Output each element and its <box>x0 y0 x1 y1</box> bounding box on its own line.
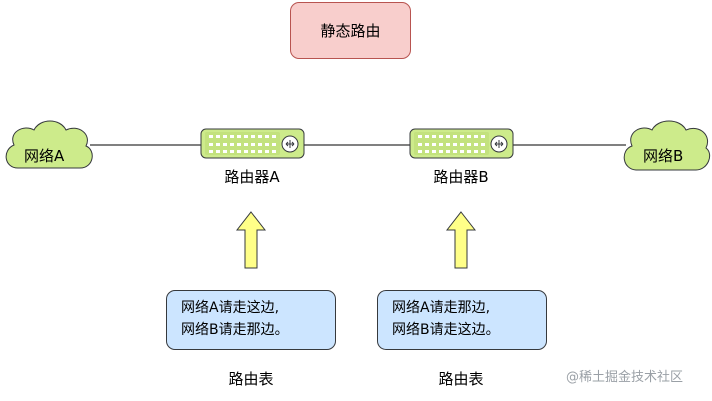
router-icon <box>200 128 305 159</box>
routing-table-a-line-2: 网络B请走那边。 <box>181 322 289 338</box>
router-a-label: 路由器A <box>224 168 280 186</box>
routing-table-b-caption: 路由表 <box>438 370 484 388</box>
watermark: @稀土掘金技术社区 <box>566 370 684 385</box>
up-arrow-icon <box>445 211 477 269</box>
routing-table-a: 网络A请走这边, 网络B请走那边。 <box>166 290 336 350</box>
network-b-label: 网络B <box>643 147 684 165</box>
routing-table-a-caption: 路由表 <box>228 370 274 388</box>
diagram-title-text: 静态路由 <box>320 22 381 40</box>
routing-table-b: 网络A请走那边, 网络B请走这边。 <box>377 290 547 350</box>
router-icon <box>409 128 514 159</box>
router-b-label: 路由器B <box>433 168 489 186</box>
up-arrow-icon <box>235 211 267 269</box>
diagram-title: 静态路由 <box>290 2 411 59</box>
routing-table-b-line-1: 网络A请走那边, <box>392 300 491 316</box>
cloud-icon <box>5 120 93 169</box>
routing-table-a-line-1: 网络A请走这边, <box>181 300 280 316</box>
routing-table-b-line-2: 网络B请走这边。 <box>392 322 500 338</box>
network-a-label: 网络A <box>24 147 65 165</box>
cloud-icon <box>623 120 711 171</box>
